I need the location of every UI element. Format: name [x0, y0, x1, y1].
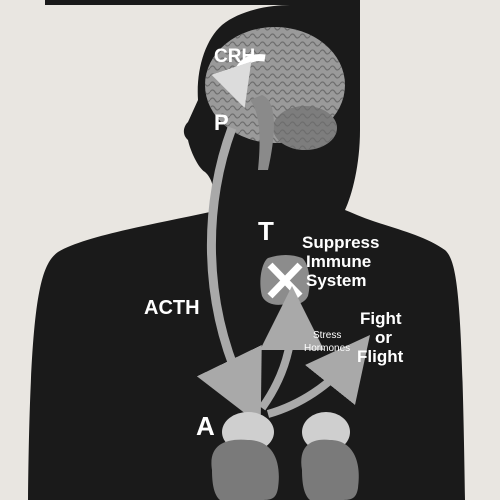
crh-curve-arrow [211, 54, 266, 108]
stress-hormones-label-2: Hormones [304, 343, 350, 354]
stress-arrow-to-body [266, 335, 370, 418]
brain [205, 27, 345, 170]
thymus-label: T [258, 216, 274, 246]
suppress-label-3: System [306, 271, 366, 290]
stress-arrow-to-thymus [258, 286, 324, 411]
thymus-organ [260, 255, 310, 305]
fight-label-2: or [375, 328, 392, 347]
adrenal-label: A [196, 411, 215, 441]
acth-arrow [196, 126, 262, 426]
crh-label: CRH [214, 46, 255, 67]
suppress-label-1: Suppress [302, 233, 379, 252]
suppress-label-2: Immune [306, 252, 371, 271]
stress-hormones-label-1: Stress [313, 330, 341, 341]
page-left-cover [0, 0, 45, 260]
pituitary-label: P [214, 110, 229, 135]
acth-label: ACTH [144, 297, 200, 319]
fight-label-1: Fight [360, 309, 402, 328]
page-right-cover [355, 0, 500, 500]
fight-label-3: Flight [357, 347, 404, 366]
right-kidney [301, 412, 359, 500]
left-kidney [211, 412, 279, 500]
